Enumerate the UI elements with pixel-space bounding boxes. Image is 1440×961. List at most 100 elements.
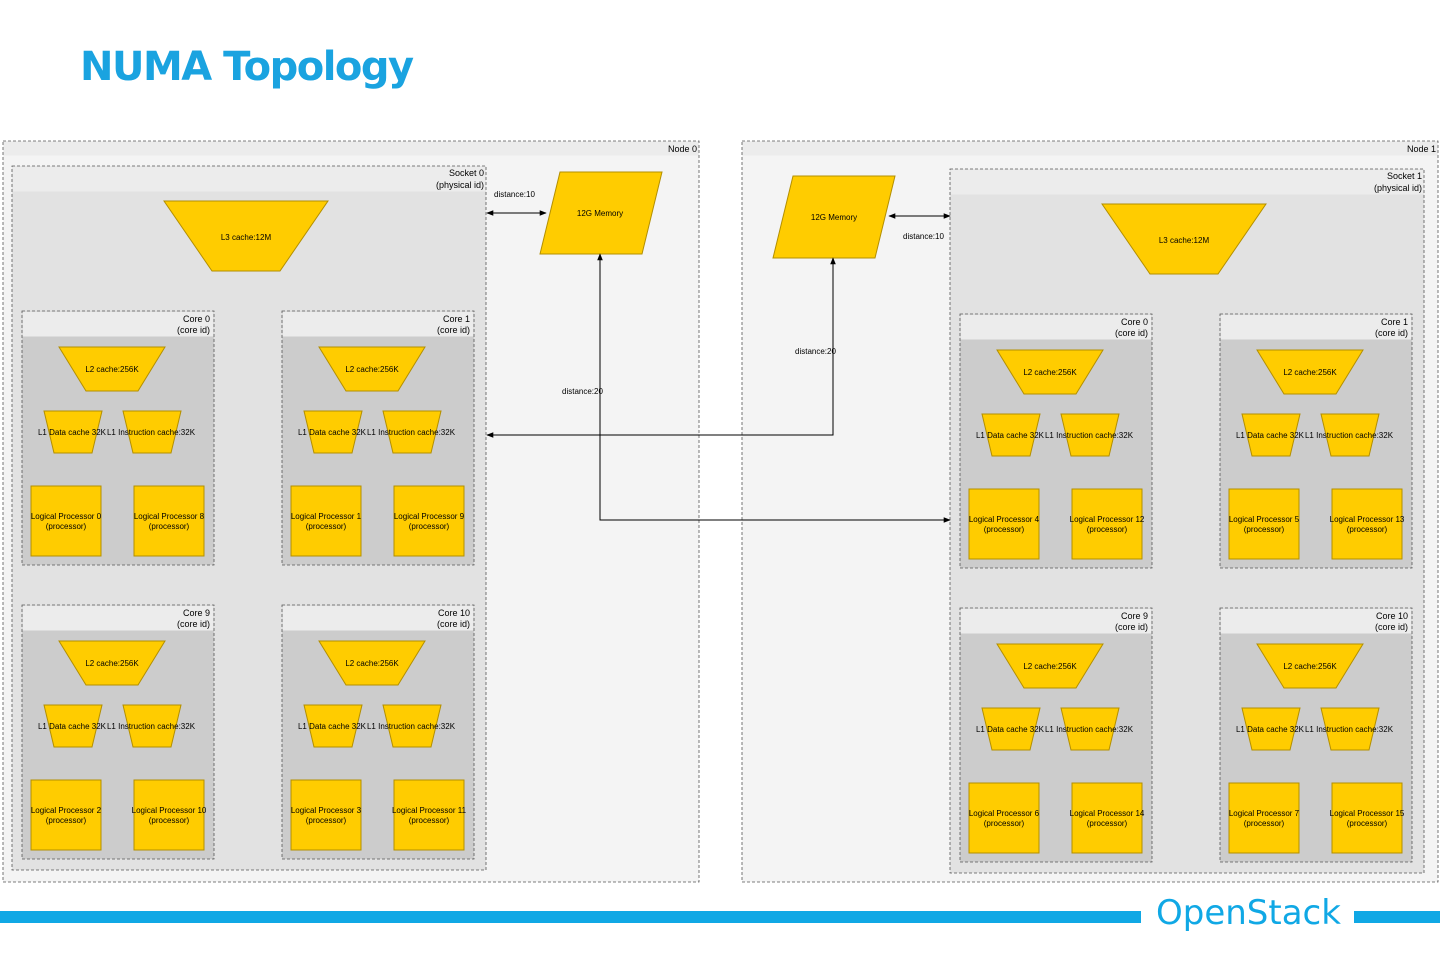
l2-cache-shape [996,349,1104,395]
core-id-label: (core id) [1375,328,1408,338]
distance-label: distance:10 [494,190,535,199]
logical-processor-box [1228,488,1300,560]
logical-processor-id: (processor) [1244,525,1285,534]
l1-instruction-cache-label: L1 Instruction cache:32K [1305,725,1394,734]
logical-processor-box [393,779,465,851]
logical-processor-box [1331,782,1403,854]
slide-title: NUMA Topology [80,44,414,90]
l1-data-cache-label: L1 Data cache 32K [1236,431,1305,440]
logical-processor-id: (processor) [1087,819,1128,828]
logical-processor-id: (processor) [1244,819,1285,828]
logical-processor-box [1071,488,1143,560]
l2-cache-label: L2 cache:256K [345,659,399,668]
remote-memory-link [486,257,836,438]
l3-cache-shape [1101,203,1267,275]
logical-processor-name: Logical Processor 15 [1330,809,1405,818]
logical-processor-id: (processor) [149,522,190,531]
l1-data-cache-shape [303,410,363,454]
logical-processor-box [968,488,1040,560]
core-label: Core 9 [1121,611,1148,621]
core-label: Core 1 [443,314,470,324]
logical-processor-name: Logical Processor 8 [134,512,205,521]
logical-processor-id: (processor) [46,816,87,825]
l2-cache-label: L2 cache:256K [1023,368,1077,377]
numa-node-label: Node 0 [668,144,697,154]
l3-cache-label: L3 cache:12M [1159,236,1210,245]
l1-instruction-cache-shape [122,410,182,454]
logical-processor-box [133,779,205,851]
l1-data-cache-shape [1241,707,1301,751]
logical-processor-id: (processor) [1347,819,1388,828]
socket-physical-id-label: (physical id) [436,180,484,190]
logical-processor-id: (processor) [1347,525,1388,534]
distance-label: distance:10 [903,232,944,241]
l2-cache-shape [1256,643,1364,689]
logical-processor-name: Logical Processor 6 [969,809,1040,818]
core-id-label: (core id) [1115,328,1148,338]
logical-processor-id: (processor) [409,816,450,825]
l1-data-cache-shape [1241,413,1301,457]
l1-instruction-cache-shape [382,704,442,748]
l1-instruction-cache-label: L1 Instruction cache:32K [1045,431,1134,440]
logical-processor-box [133,485,205,557]
core-label: Core 0 [183,314,210,324]
l1-data-cache-label: L1 Data cache 32K [976,725,1045,734]
logical-processor-id: (processor) [306,816,347,825]
l2-cache-label: L2 cache:256K [345,365,399,374]
l2-cache-label: L2 cache:256K [85,659,139,668]
l1-instruction-cache-shape [1060,413,1120,457]
logical-processor-name: Logical Processor 1 [291,512,362,521]
logical-processor-id: (processor) [149,816,190,825]
logical-processor-name: Logical Processor 12 [1070,515,1145,524]
logical-processor-id: (processor) [306,522,347,531]
footer-bar-left [0,911,1141,923]
l1-instruction-cache-label: L1 Instruction cache:32K [107,428,196,437]
logical-processor-box [1071,782,1143,854]
l1-data-cache-label: L1 Data cache 32K [976,431,1045,440]
l1-instruction-cache-label: L1 Instruction cache:32K [367,722,456,731]
l2-cache-shape [58,640,166,686]
l1-instruction-cache-shape [1060,707,1120,751]
logical-processor-id: (processor) [984,819,1025,828]
l2-cache-shape [1256,349,1364,395]
numa-node-label: Node 1 [1407,144,1436,154]
memory-block-label: 12G Memory [577,209,623,218]
l2-cache-shape [318,640,426,686]
logical-processor-box [968,782,1040,854]
core-label: Core 10 [438,608,470,618]
logical-processor-name: Logical Processor 3 [291,806,362,815]
l2-cache-shape [996,643,1104,689]
socket-physical-id-label: (physical id) [1374,183,1422,193]
memory-block-label: 12G Memory [811,213,857,222]
logical-processor-box [30,779,102,851]
l2-cache-label: L2 cache:256K [85,365,139,374]
l1-data-cache-label: L1 Data cache 32K [38,428,107,437]
logical-processor-box [393,485,465,557]
l2-cache-shape [318,346,426,392]
logical-processor-box [30,485,102,557]
logical-processor-name: Logical Processor 9 [394,512,465,521]
l1-instruction-cache-shape [1320,707,1380,751]
logical-processor-name: Logical Processor 11 [392,806,467,815]
core-label: Core 9 [183,608,210,618]
logical-processor-name: Logical Processor 0 [31,512,102,521]
logical-processor-box [1331,488,1403,560]
l1-data-cache-shape [981,707,1041,751]
l1-instruction-cache-label: L1 Instruction cache:32K [367,428,456,437]
logical-processor-name: Logical Processor 7 [1229,809,1300,818]
l1-instruction-cache-label: L1 Instruction cache:32K [107,722,196,731]
l1-data-cache-shape [43,410,103,454]
l3-cache-label: L3 cache:12M [221,233,272,242]
core-label: Core 1 [1381,317,1408,327]
core-id-label: (core id) [1375,622,1408,632]
